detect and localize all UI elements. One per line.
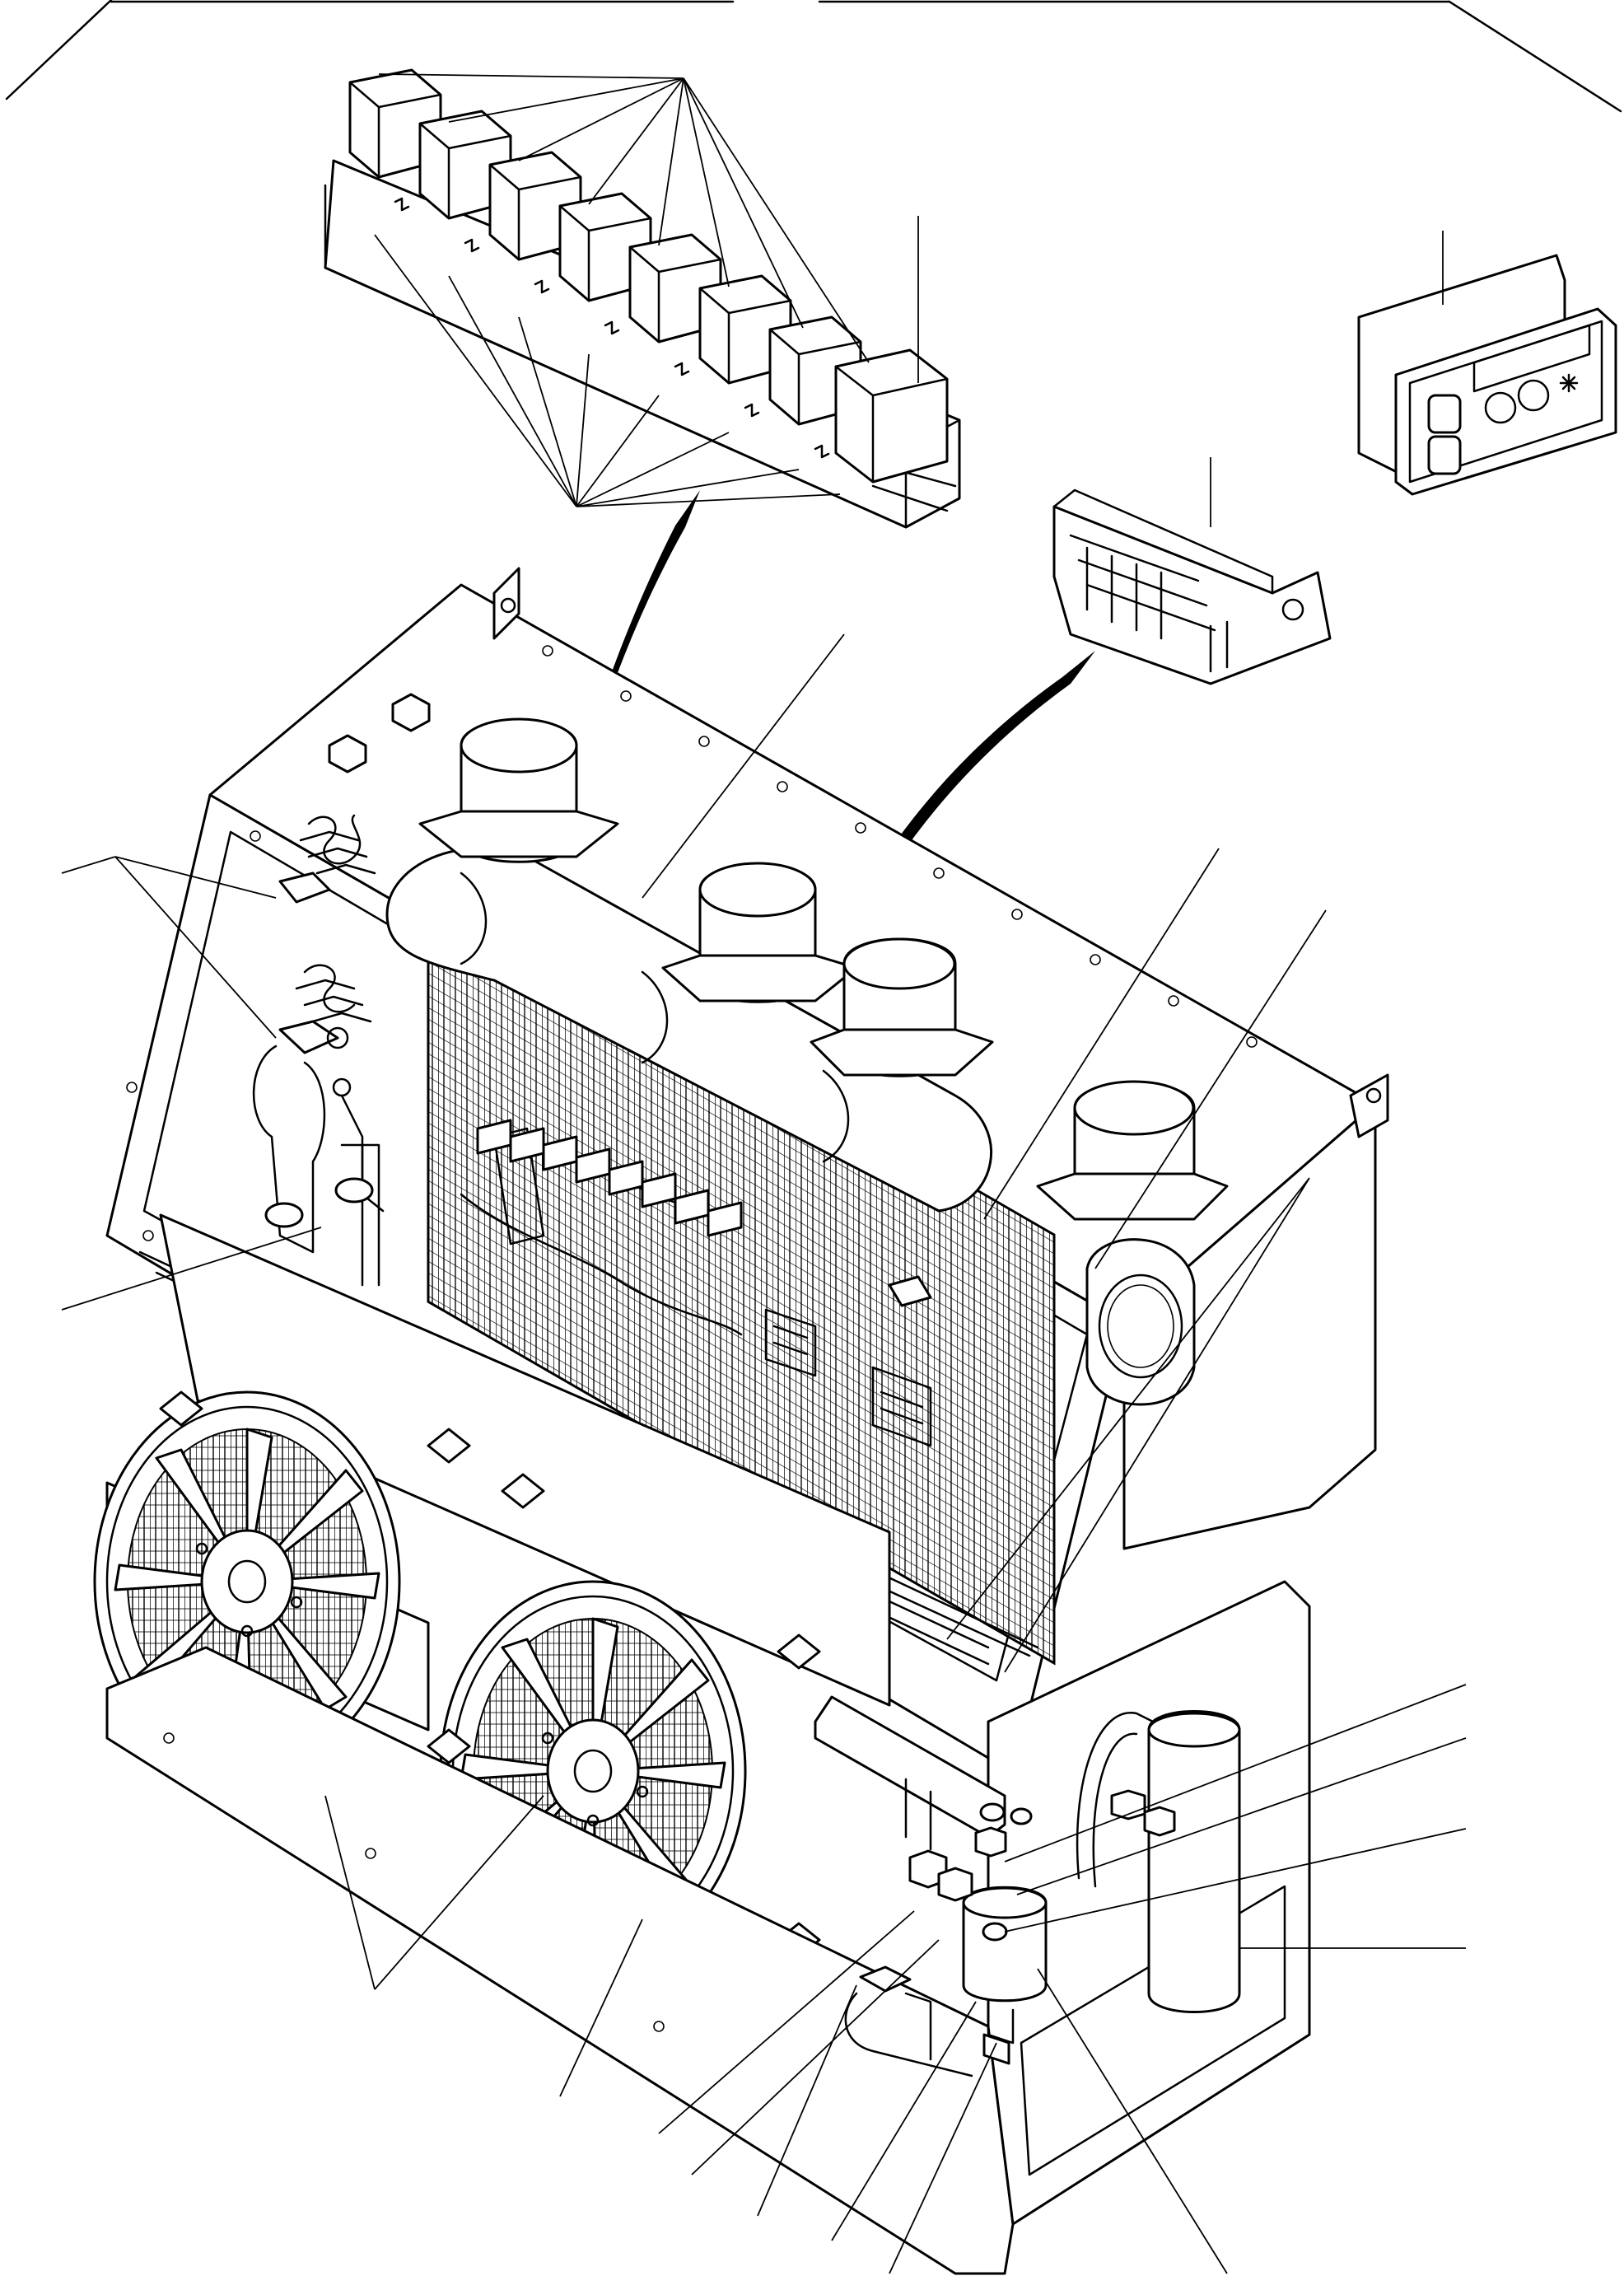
relay-module <box>630 235 721 342</box>
blower-cap <box>663 863 856 1002</box>
wiring-harness <box>461 1120 931 1446</box>
tank-pipe-loop <box>1077 1713 1153 1886</box>
blower-cap <box>420 719 618 862</box>
relay-module <box>836 350 947 482</box>
relay-callout-fan-bottom <box>375 235 840 507</box>
relay-module <box>490 152 581 259</box>
blower-cap <box>811 939 992 1076</box>
fan-symbol-icon <box>1486 381 1548 423</box>
expansion-valve <box>280 816 375 1096</box>
blower-motor <box>387 848 992 1211</box>
refrigerant-pipes-left <box>254 1046 383 1285</box>
blower-cap <box>1038 1082 1227 1219</box>
valve-bracket <box>815 1697 1005 1849</box>
control-panel <box>1359 255 1616 494</box>
blower-outlet <box>1087 1240 1194 1404</box>
snowflake-icon <box>1561 375 1577 391</box>
relay-callout-fan-top <box>379 74 869 362</box>
connector-block <box>1054 490 1330 684</box>
base-tray <box>107 1647 1013 2274</box>
control-button <box>1429 395 1460 474</box>
page-frame-lines <box>7 0 1621 111</box>
relay-strip <box>325 70 959 527</box>
service-valve <box>861 1804 1031 1991</box>
pressure-switch <box>910 1791 1174 1900</box>
accumulator-tank <box>1149 1712 1239 2012</box>
lower-pipe <box>846 1993 972 2076</box>
callout-leader-lines <box>62 634 1466 2274</box>
relay-terminal-marks <box>395 199 828 457</box>
